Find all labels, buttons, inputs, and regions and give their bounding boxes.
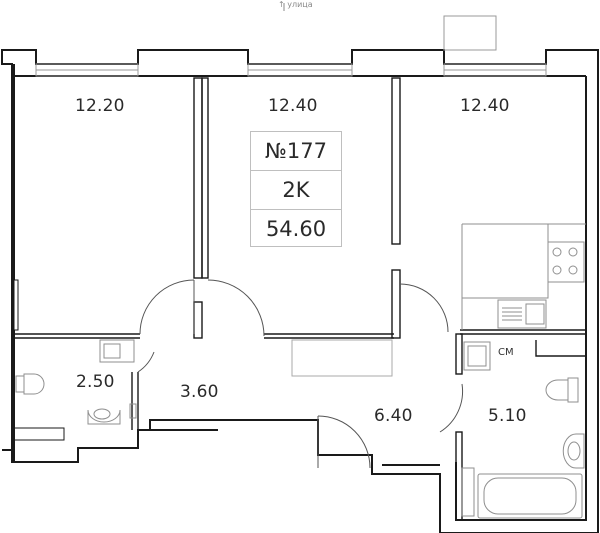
apartment-type: 2K — [251, 170, 341, 209]
washing-machine-label: СМ — [498, 347, 514, 358]
room-area-bedroom-left: 12.20 — [75, 96, 125, 116]
washer-icon — [463, 341, 491, 371]
windows — [35, 63, 547, 77]
apartment-total-area: 54.60 — [251, 209, 341, 248]
basin-left-icon — [87, 409, 121, 425]
toilet-right-icon — [545, 379, 569, 401]
outer-walls — [1, 49, 599, 533]
bathroom-fixtures — [15, 339, 585, 519]
basin-right-icon — [562, 433, 585, 469]
apartment-number: №177 — [265, 139, 327, 163]
stove-icon — [547, 241, 585, 283]
room-area-bedroom-middle: 12.40 — [268, 96, 318, 116]
toilet-left-icon — [23, 373, 45, 395]
wardrobe — [291, 339, 393, 377]
wall-columns — [13, 279, 19, 331]
doors — [137, 279, 464, 469]
balcony — [443, 15, 497, 51]
room-area-hall: 6.40 — [374, 406, 413, 426]
room-area-corridor: 3.60 — [180, 382, 219, 402]
room-area-bathroom-left: 2.50 — [76, 372, 115, 392]
washer-left-icon — [99, 339, 135, 363]
room-area-kitchen: 12.40 — [460, 96, 510, 116]
room-area-bathroom-right: 5.10 — [488, 406, 527, 426]
sink-icon — [497, 299, 547, 329]
bathtub-icon — [477, 473, 583, 519]
street-label: ↑ улица — [278, 0, 313, 9]
apartment-info-box: №177 2K 54.60 — [250, 131, 342, 247]
kitchen-fixtures — [461, 223, 586, 371]
interior-walls — [13, 77, 586, 521]
